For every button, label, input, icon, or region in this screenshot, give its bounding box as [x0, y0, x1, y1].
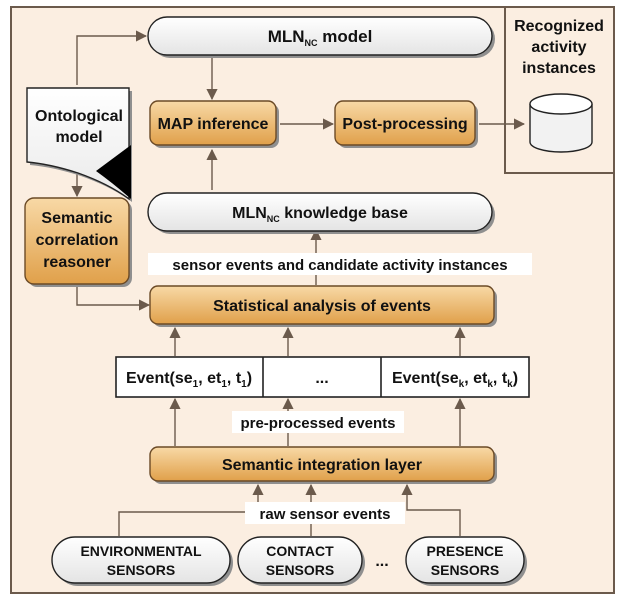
mln-model-prefix: MLN — [268, 27, 305, 46]
map-inference-label: MAP inference — [158, 116, 269, 133]
preprocessed-label-group: pre-processed events — [232, 411, 404, 433]
post-processing-label: Post-processing — [342, 116, 467, 133]
presence-sensors-node: PRESENCE SENSORS — [405, 536, 527, 586]
presence-line2: SENSORS — [431, 562, 499, 578]
reasoner-line1: Semantic — [41, 210, 112, 227]
event-middle-ellipsis: ... — [315, 370, 328, 387]
svg-text:MLNNC knowledge base: MLNNC knowledge base — [232, 205, 408, 224]
post-processing-node: Post-processing — [334, 100, 478, 148]
mln-model-suffix: model — [318, 27, 373, 46]
mln-kb-node: MLNNC knowledge base — [147, 192, 495, 234]
recognized-instances-node: Recognized activity instances — [514, 18, 604, 153]
reasoner-line2: correlation — [36, 232, 119, 249]
event-first: Event(se1, et1, t1) — [126, 370, 252, 390]
map-inference-node: MAP inference — [149, 100, 279, 148]
candidates-label-group: sensor events and candidate activity ins… — [148, 253, 532, 275]
connectors — [71, 30, 526, 536]
sensors-ellipsis: ... — [375, 553, 388, 570]
integration-node: Semantic integration layer — [149, 446, 497, 484]
database-icon — [529, 93, 593, 153]
environmental-sensors-node: ENVIRONMENTAL SENSORS — [51, 536, 233, 586]
recognized-line3: instances — [522, 60, 596, 77]
edge-presence-to-integration — [401, 483, 461, 536]
candidates-label: sensor events and candidate activity ins… — [172, 257, 507, 274]
mln-kb-prefix: MLN — [232, 205, 267, 222]
environmental-line2: SENSORS — [107, 562, 175, 578]
mln-model-node: MLNNC model — [147, 16, 495, 58]
presence-line1: PRESENCE — [426, 543, 503, 559]
event-last: Event(sek, etk, tk) — [392, 370, 518, 390]
contact-sensors-node: CONTACT SENSORS — [237, 536, 365, 586]
recognized-line1: Recognized — [514, 18, 604, 35]
mln-kb-suffix: knowledge base — [280, 205, 408, 222]
ontology-line2: model — [55, 129, 102, 146]
events-row: Event(se1, et1, t1) ... Event(sek, etk, … — [115, 356, 530, 398]
preprocessed-label: pre-processed events — [240, 415, 395, 432]
edge-ontology-to-mln-model — [76, 30, 148, 85]
reasoner-line3: reasoner — [43, 254, 111, 271]
semantic-reasoner-node: Semantic correlation reasoner — [24, 197, 132, 287]
mln-model-subscript: NC — [305, 38, 318, 48]
contact-line1: CONTACT — [266, 543, 334, 559]
environmental-line1: ENVIRONMENTAL — [80, 543, 202, 559]
integration-label: Semantic integration layer — [222, 457, 422, 474]
statistical-label: Statistical analysis of events — [213, 298, 431, 315]
svg-text:MLNNC model: MLNNC model — [268, 27, 373, 48]
mln-kb-subscript: NC — [267, 214, 280, 224]
recognized-line2: activity — [531, 39, 586, 56]
ontology-line1: Ontological — [35, 108, 123, 125]
statistical-node: Statistical analysis of events — [149, 285, 497, 327]
raw-label-group: raw sensor events — [245, 502, 405, 524]
ontological-model-node: Ontological model — [26, 87, 132, 202]
document-fold-icon — [96, 145, 131, 199]
edge-reasoner-to-statistical — [76, 287, 151, 311]
edge-environmental-to-integration — [118, 483, 264, 536]
raw-label: raw sensor events — [260, 506, 391, 523]
contact-line2: SENSORS — [266, 562, 334, 578]
